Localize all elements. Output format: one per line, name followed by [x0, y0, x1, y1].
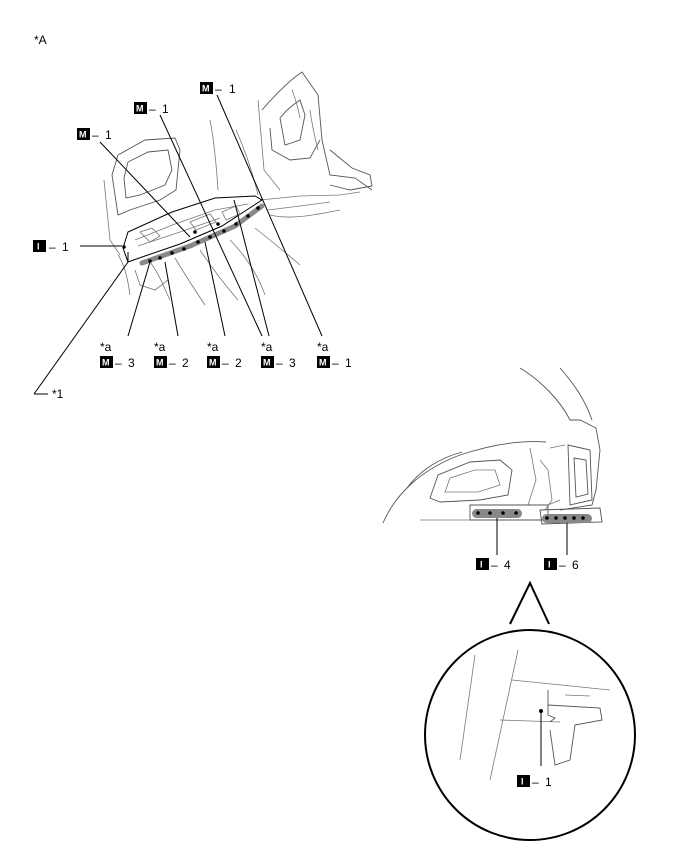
- callout-detail: I – 1: [517, 775, 552, 789]
- callout-top-1: M – 1: [134, 102, 169, 116]
- badge-i: [33, 240, 46, 252]
- svg-text:–: –: [92, 128, 99, 142]
- weld-strips-right: [472, 509, 592, 523]
- svg-text:–: –: [222, 356, 229, 370]
- svg-text:*a: *a: [100, 340, 112, 354]
- leader-lines-top: [80, 94, 323, 337]
- svg-text:M: M: [319, 358, 327, 368]
- badge-m: [134, 102, 147, 114]
- svg-text:–: –: [332, 356, 339, 370]
- svg-text:I: I: [548, 560, 551, 570]
- svg-text:–: –: [559, 558, 566, 572]
- svg-text:M: M: [156, 358, 164, 368]
- svg-text:1: 1: [62, 240, 69, 254]
- rear-quarter-structure: [382, 367, 603, 525]
- svg-text:I: I: [521, 777, 524, 787]
- svg-text:–: –: [149, 102, 156, 116]
- svg-text:6: 6: [572, 558, 579, 572]
- svg-text:1: 1: [105, 128, 112, 142]
- svg-text:2: 2: [182, 356, 189, 370]
- svg-text:–: –: [115, 356, 122, 370]
- svg-text:*a: *a: [261, 340, 273, 354]
- svg-text:*a: *a: [154, 340, 166, 354]
- svg-text:4: 4: [504, 558, 511, 572]
- svg-text:–: –: [215, 82, 222, 96]
- leader-lines-bottom: [33, 241, 226, 395]
- svg-text:3: 3: [128, 356, 135, 370]
- callout-bottom-4: *a M – 1: [317, 340, 352, 370]
- detail-magnifier: [424, 580, 636, 841]
- svg-text:M: M: [136, 104, 144, 114]
- svg-text:*a: *a: [207, 340, 219, 354]
- svg-text:1: 1: [345, 356, 352, 370]
- callout-bottom-1: *a M – 2: [154, 340, 189, 370]
- svg-text:M: M: [79, 130, 87, 140]
- svg-text:I: I: [37, 242, 40, 252]
- svg-text:–: –: [169, 356, 176, 370]
- badge-m: [77, 128, 90, 140]
- svg-text:I: I: [480, 560, 483, 570]
- figure-label: *A: [34, 33, 47, 47]
- callout-right-0: I – 4: [476, 558, 511, 572]
- svg-text:1: 1: [545, 775, 552, 789]
- upper-vehicle-structure: [103, 71, 373, 306]
- svg-text:3: 3: [289, 356, 296, 370]
- legend-ref: *1: [52, 387, 64, 401]
- callout-top-2: M – 1: [77, 128, 112, 142]
- svg-text:M: M: [263, 358, 271, 368]
- svg-text:–: –: [491, 558, 498, 572]
- callout-right-1: I – 6: [544, 558, 579, 572]
- callout-bottom-2: *a M – 2: [207, 340, 242, 370]
- svg-text:M: M: [202, 84, 210, 94]
- svg-text:2: 2: [235, 356, 242, 370]
- svg-text:–: –: [532, 775, 539, 789]
- callout-top-3: I – 1: [33, 240, 69, 254]
- svg-text:1: 1: [162, 102, 169, 116]
- callout-bottom-0: *a M – 3: [100, 340, 135, 370]
- svg-text:M: M: [209, 358, 217, 368]
- callout-top-0: M – 1: [200, 82, 236, 96]
- svg-text:*a: *a: [317, 340, 329, 354]
- badge-m: [200, 82, 213, 94]
- svg-text:–: –: [49, 240, 56, 254]
- svg-text:M: M: [102, 358, 110, 368]
- svg-text:–: –: [276, 356, 283, 370]
- callout-bottom-3: *a M – 3: [261, 340, 296, 370]
- svg-text:1: 1: [229, 82, 236, 96]
